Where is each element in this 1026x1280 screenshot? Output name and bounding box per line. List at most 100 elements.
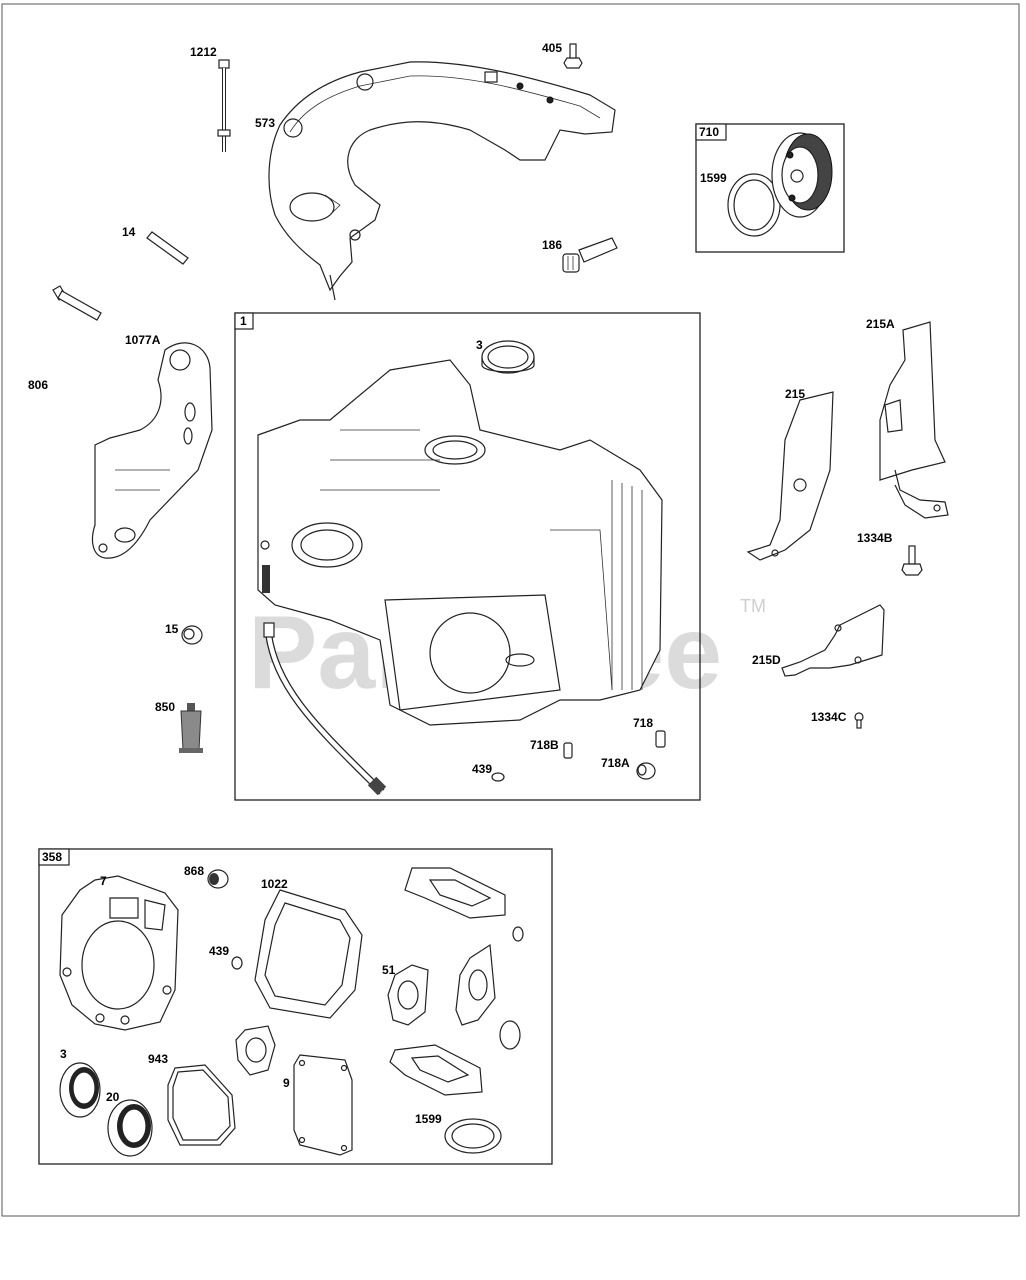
callout-215D[interactable]: 215D [752, 653, 781, 667]
part-7-head-gasket[interactable] [59, 875, 179, 1031]
bracket-icon [91, 342, 213, 559]
callout-943[interactable]: 943 [148, 1052, 168, 1066]
part-15-bushing[interactable] [181, 625, 203, 645]
stud-head-icon [218, 59, 230, 69]
part-405-bolt[interactable] [563, 43, 583, 69]
dipstick-tube[interactable] [263, 622, 387, 796]
callout-215[interactable]: 215 [785, 387, 805, 401]
part-850-sealant[interactable] [179, 703, 203, 753]
callout-1334C[interactable]: 1334C [811, 710, 847, 724]
part-943-gasket[interactable] [167, 1064, 236, 1146]
callout-573[interactable]: 573 [255, 116, 275, 130]
callout-186[interactable]: 186 [542, 238, 562, 252]
callout-3-a[interactable]: 3 [476, 338, 483, 352]
part-intake-gasket[interactable] [455, 943, 496, 1026]
part-3-seal-set[interactable] [59, 1062, 101, 1118]
part-215D-shield[interactable] [781, 604, 885, 677]
callout-439-b[interactable]: 439 [209, 944, 229, 958]
callout-3-b[interactable]: 3 [60, 1047, 67, 1061]
part-718B-dowel[interactable] [563, 742, 573, 759]
o-ring-icon [499, 1020, 521, 1050]
part-exhaust-gasket-bottom[interactable] [389, 1044, 483, 1096]
part-439-oring-set[interactable] [231, 956, 243, 970]
part-186-fitting[interactable] [562, 237, 618, 273]
group-box-710[interactable]: 710 [695, 123, 845, 253]
part-14-pin[interactable] [146, 231, 189, 265]
callout-405[interactable]: 405 [542, 41, 562, 55]
cover-gasket-icon [293, 1054, 353, 1156]
callout-14[interactable]: 14 [122, 225, 136, 239]
part-439-oring[interactable] [491, 772, 505, 782]
callout-439-a[interactable]: 439 [472, 762, 492, 776]
callout-1599-b[interactable]: 1599 [415, 1112, 442, 1126]
callout-7[interactable]: 7 [100, 874, 107, 888]
callout-1599-a[interactable]: 1599 [700, 171, 727, 185]
group-box-710-tag [695, 123, 727, 141]
baffle-icon [879, 321, 946, 481]
callout-51[interactable]: 51 [382, 963, 396, 977]
shield-icon [781, 604, 885, 677]
part-9-gasket[interactable] [293, 1054, 353, 1156]
callout-215A[interactable]: 215A [866, 317, 895, 331]
sealant-tube-icon [180, 710, 202, 751]
group-box-358-tag [38, 848, 70, 866]
part-1334B-screw[interactable] [901, 545, 923, 576]
carburetor-gasket-icon [387, 964, 429, 1026]
block-outline-icon [257, 359, 663, 726]
part-gear-gasket[interactable] [235, 1025, 276, 1076]
part-1077A-bracket[interactable] [91, 342, 213, 559]
gasket-icon [167, 1064, 236, 1146]
callout-20[interactable]: 20 [106, 1090, 120, 1104]
gasket-icon [235, 1025, 276, 1076]
group-box-1-frame [234, 312, 701, 801]
part-718A-sleeve[interactable] [636, 762, 656, 780]
part-806-bolt[interactable] [52, 285, 102, 321]
part-small-oring[interactable] [512, 926, 524, 942]
head-gasket-icon [59, 875, 179, 1031]
housing-outline-icon [268, 61, 616, 292]
callout-868[interactable]: 868 [184, 864, 204, 878]
part-215A-baffle[interactable] [879, 321, 949, 519]
part-718-dowel[interactable] [655, 730, 666, 748]
callout-718B[interactable]: 718B [530, 738, 559, 752]
part-710-cover[interactable] [771, 132, 833, 218]
intake-gasket-icon [455, 943, 496, 1026]
part-868-bushing[interactable] [207, 869, 229, 889]
part-oring-mid[interactable] [499, 1020, 521, 1050]
callout-1022[interactable]: 1022 [261, 877, 288, 891]
group-box-1[interactable]: 1 [234, 312, 701, 801]
part-3-seal[interactable] [481, 340, 535, 374]
callout-718[interactable]: 718 [633, 716, 653, 730]
watermark-trademark: TM [740, 596, 766, 616]
part-20-seal[interactable] [107, 1099, 153, 1157]
callout-806[interactable]: 806 [28, 378, 48, 392]
bushing-icon [181, 625, 203, 645]
screw-icon [901, 563, 923, 576]
callout-9[interactable]: 9 [283, 1076, 290, 1090]
part-exhaust-gasket-top[interactable] [404, 867, 506, 919]
part-215-baffle[interactable] [746, 391, 834, 561]
group-box-358[interactable]: 358 [38, 848, 553, 1165]
part-1022-gasket[interactable] [254, 889, 363, 1019]
bolt-icon [563, 57, 583, 69]
callout-1077A[interactable]: 1077A [125, 333, 161, 347]
part-573-housing[interactable] [268, 61, 616, 301]
group-box-358-frame [38, 848, 553, 1165]
part-1212-stud[interactable] [217, 59, 231, 152]
callout-15[interactable]: 15 [165, 622, 179, 636]
part-1599-ring-set[interactable] [444, 1118, 502, 1154]
callout-1334B[interactable]: 1334B [857, 531, 893, 545]
callout-718A[interactable]: 718A [601, 756, 630, 770]
group-box-710-frame [695, 123, 845, 253]
callout-1212[interactable]: 1212 [190, 45, 217, 59]
crankcase-gasket-icon [254, 889, 363, 1019]
callout-850[interactable]: 850 [155, 700, 175, 714]
part-1-engine-block[interactable] [257, 359, 663, 726]
exhaust-gasket-icon [389, 1044, 483, 1096]
dowel-pin-icon [563, 742, 573, 759]
dowel-pin-icon [655, 730, 666, 748]
part-51-gasket[interactable] [387, 964, 429, 1026]
group-box-1-label: 1 [240, 314, 247, 328]
part-1334C-screw[interactable] [854, 712, 864, 729]
